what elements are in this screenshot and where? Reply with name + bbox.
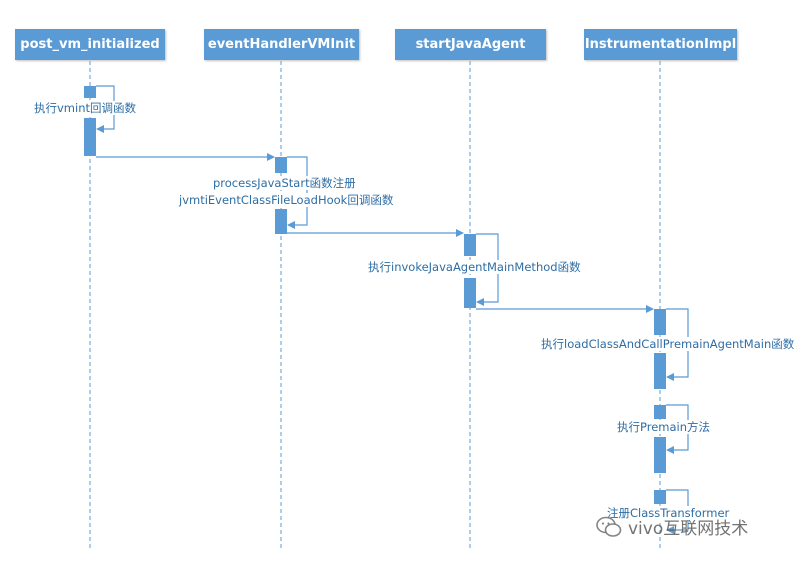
message-label: processJavaStart函数注册 xyxy=(212,176,357,190)
activation-bar xyxy=(275,157,287,173)
message-label: 注册ClassTransformer xyxy=(606,506,731,520)
wechat-logo-icon xyxy=(596,515,622,539)
activation-bar xyxy=(464,278,476,308)
activation-bar xyxy=(654,405,666,419)
actor-instrumentation-impl: InstrumentationImpl xyxy=(584,29,737,60)
watermark-text: vivo互联网技术 xyxy=(628,519,749,539)
message-label: jvmtiEventClassFileLoadHook回调函数 xyxy=(178,193,395,207)
activation-bar xyxy=(654,309,666,335)
activation-bar xyxy=(84,118,96,156)
self-call-arrow xyxy=(287,156,308,229)
message-label: 执行vmint回调函数 xyxy=(33,101,137,115)
watermark: vivo互联网技术 xyxy=(596,514,748,539)
actor-event-handler-vm-init: eventHandlerVMInit xyxy=(204,29,359,60)
activation-bar xyxy=(84,86,96,98)
activation-bar xyxy=(275,209,287,234)
activation-bar xyxy=(654,353,666,389)
activation-bar xyxy=(464,234,476,256)
actor-post-vm-initialized: post_vm_initialized xyxy=(15,29,165,60)
message-label: 执行loadClassAndCallPremainAgentMain函数 xyxy=(540,337,796,351)
activation-bar xyxy=(654,437,666,473)
message-label: 执行Premain方法 xyxy=(616,420,712,434)
activation-bar xyxy=(654,490,666,504)
actor-start-java-agent: startJavaAgent xyxy=(395,29,546,60)
message-label: 执行invokeJavaAgentMainMethod函数 xyxy=(367,260,582,274)
